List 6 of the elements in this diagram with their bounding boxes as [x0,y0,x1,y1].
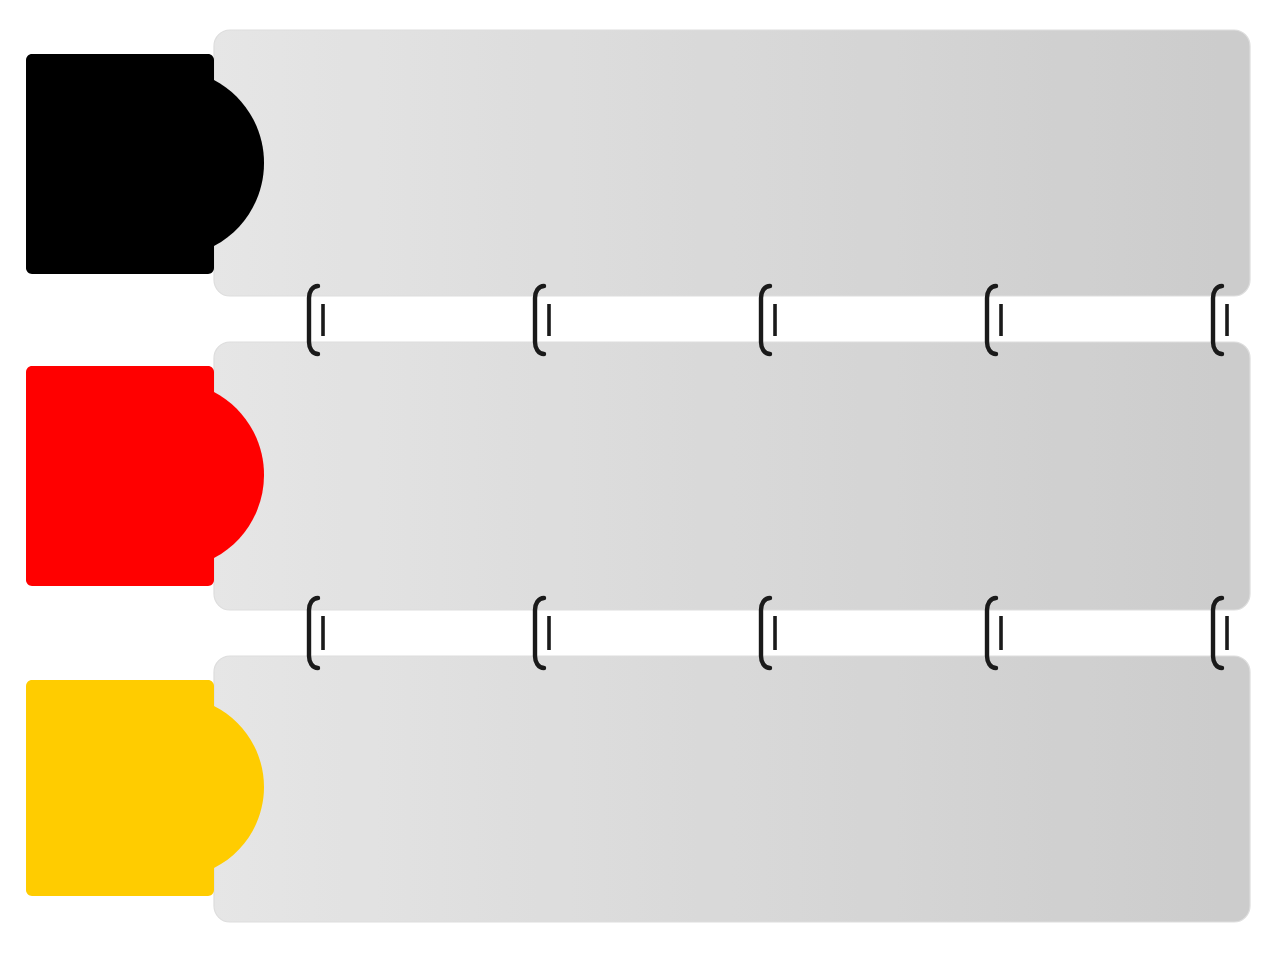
tab-marker [26,366,264,586]
tab-marker [26,54,264,274]
panel-box [213,655,1251,923]
panel-box [213,29,1251,297]
panel-box [213,341,1251,611]
tab-marker [26,680,264,896]
